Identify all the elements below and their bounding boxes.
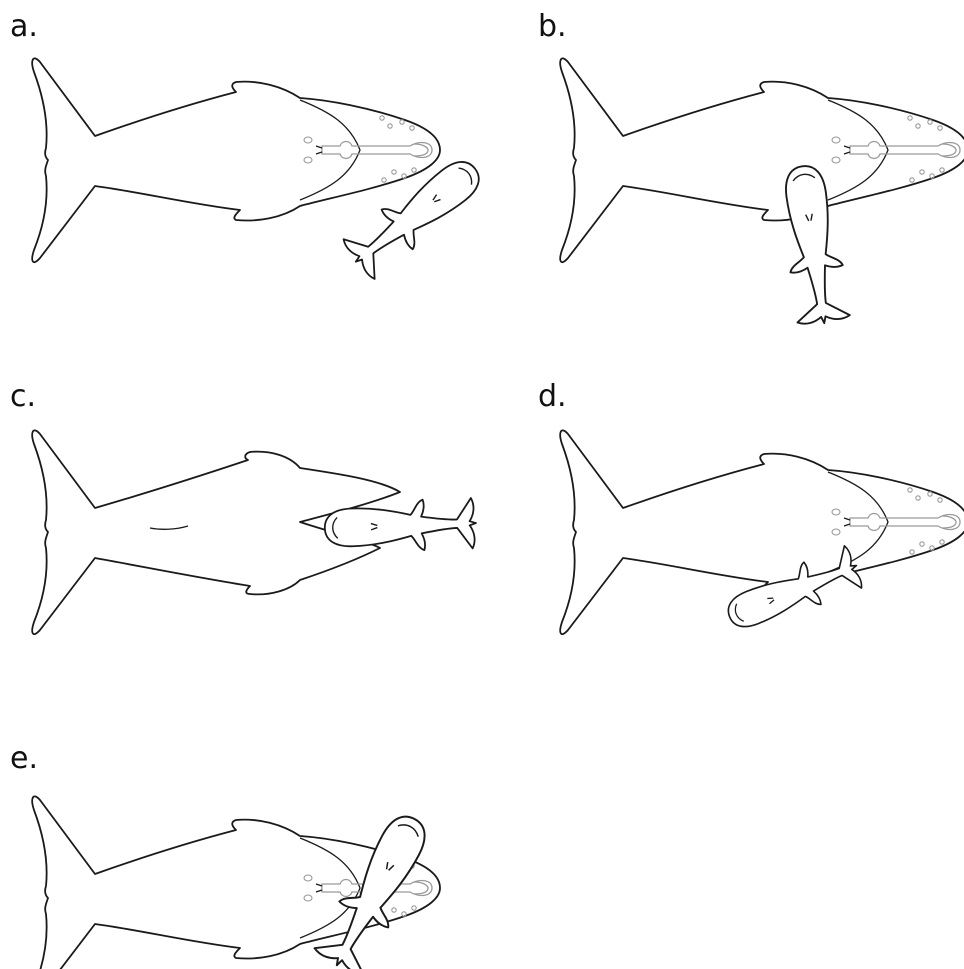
panel-d-illustration — [560, 430, 964, 638]
panel-e-illustration — [32, 796, 440, 969]
panel-a-illustration — [32, 58, 490, 281]
panel-b-illustration — [560, 58, 964, 326]
panel-c-illustration — [32, 430, 477, 634]
